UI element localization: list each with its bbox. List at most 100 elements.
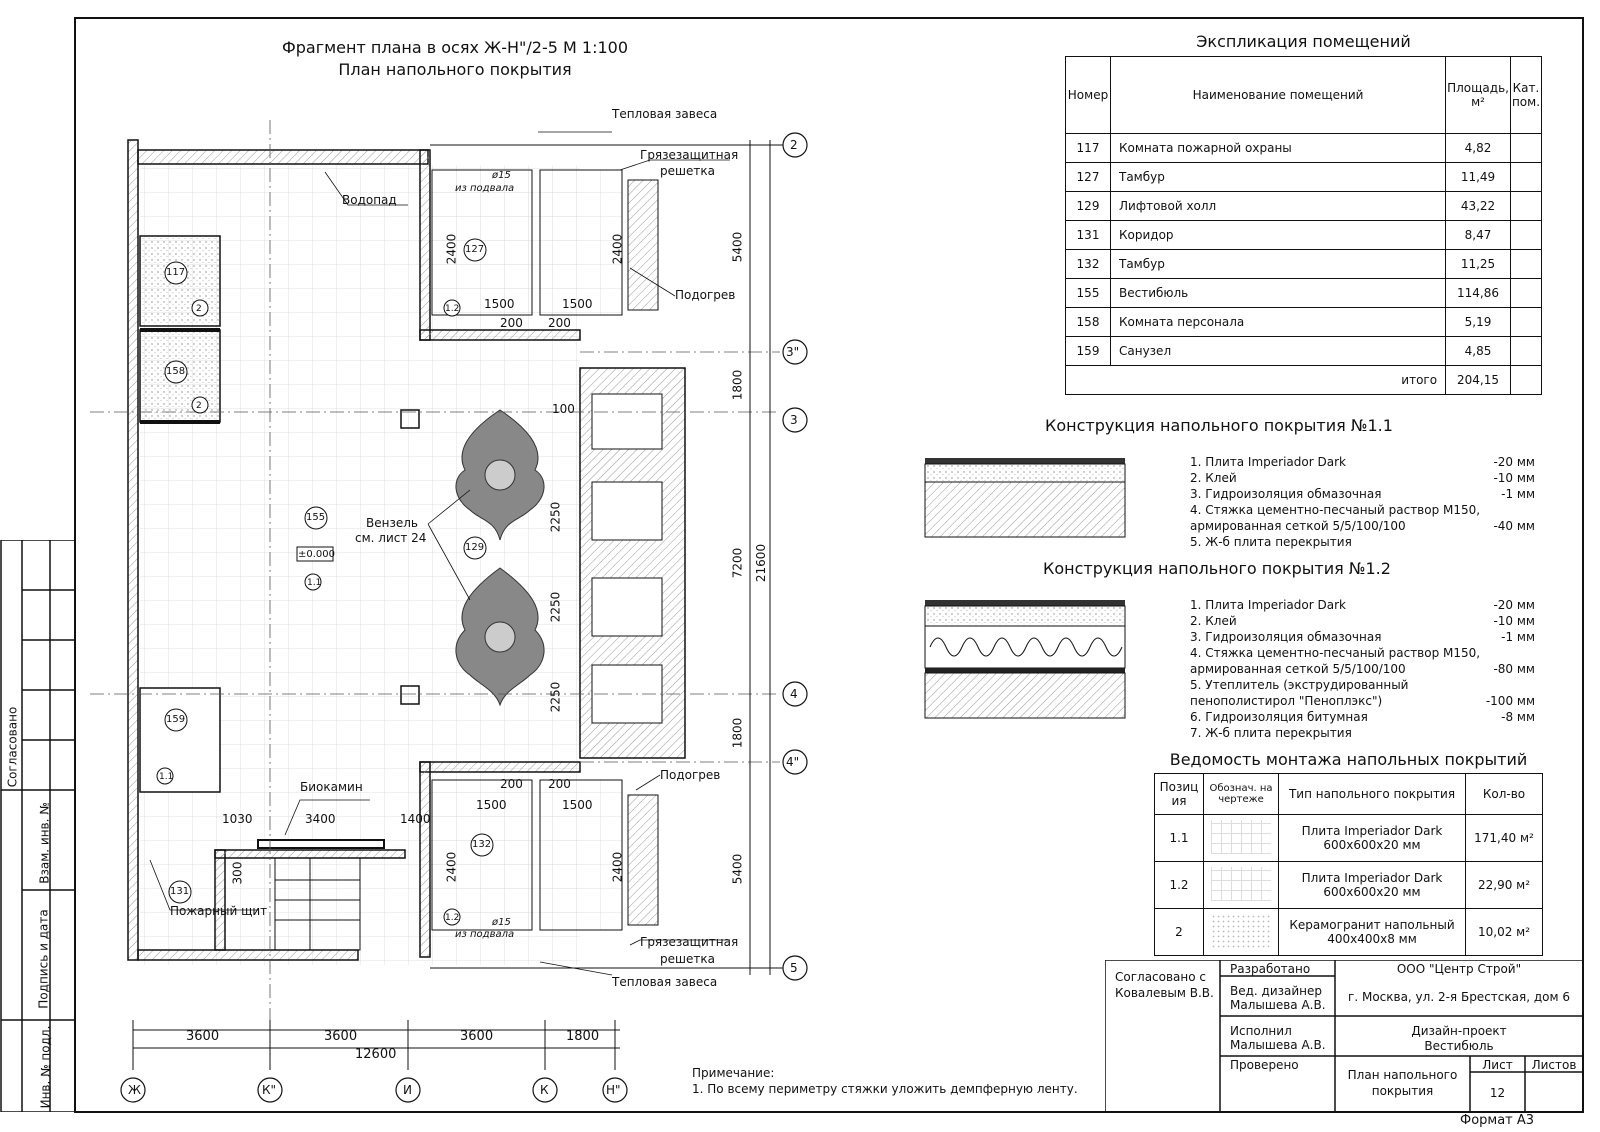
room-tag: 155	[306, 512, 326, 523]
axis-label: 3	[790, 413, 798, 427]
axis-label: 3"	[786, 345, 800, 359]
header-qty: Кол-во	[1465, 773, 1543, 815]
cell: 171,40 м²	[1465, 814, 1543, 862]
layer-value: -40 мм	[1493, 519, 1535, 533]
granite-swatch	[1211, 913, 1271, 948]
stamp-sheet-label: Лист	[1482, 1058, 1513, 1072]
layer-text: 4. Стяжка цементно-песчаный раствор М150…	[1190, 503, 1481, 517]
dim: 200	[500, 316, 523, 330]
dim: 300	[230, 861, 245, 885]
dim: 7200	[730, 547, 745, 579]
type-line: Плита Imperiador Dark	[1301, 871, 1443, 885]
dim: 200	[548, 316, 571, 330]
stamp-company: ООО "Центр Строй"	[1396, 962, 1522, 976]
stamp-checked: Проверено	[1230, 1058, 1299, 1072]
dim: 3400	[305, 812, 336, 826]
label-grille-bottom: Грязезащитная	[640, 935, 739, 949]
floor-tag: 1.1	[307, 578, 322, 588]
layer-text: 5. Ж-б плита перекрытия	[1190, 535, 1352, 549]
stamp-format: Формат А3	[1460, 1113, 1535, 1128]
cell: Вестибюль	[1109, 278, 1447, 308]
room-tag: 159	[166, 714, 186, 725]
stamp-executed-name: Малышева А.В.	[1230, 1038, 1326, 1052]
dim: 3600	[460, 1029, 494, 1044]
side-stamp-grid	[0, 540, 76, 1112]
dim: 12600	[355, 1047, 397, 1062]
dim: 200	[548, 777, 571, 791]
axis-label: Н"	[606, 1083, 621, 1097]
layer-value: -100 мм	[1485, 694, 1535, 708]
label-pipe-bottom: ø15	[492, 917, 511, 928]
layer-text: 3. Гидроизоляция обмазочная	[1190, 630, 1382, 644]
dim: 200	[500, 777, 523, 791]
dim: 100	[552, 402, 575, 416]
label-biofireplace: Биокамин	[300, 780, 363, 794]
label-grille-top-2: решетка	[660, 164, 715, 178]
monogram-1	[455, 409, 545, 541]
construction-1-title: Конструкция напольного покрытия №1.1	[1045, 416, 1393, 435]
cell: 11,25	[1445, 249, 1511, 279]
axis-label: И	[403, 1083, 412, 1097]
layer-value: -10 мм	[1493, 471, 1535, 485]
stamp-designer-role: Вед. дизайнер	[1230, 984, 1323, 998]
stamp-sheets-label: Листов	[1531, 1058, 1577, 1072]
cell: 4,82	[1445, 133, 1511, 163]
label-pipe-top: ø15	[492, 170, 511, 181]
cell: 132	[1065, 249, 1111, 279]
type-line: 600x600x20 мм	[1323, 838, 1421, 852]
cell: 1.1	[1154, 814, 1204, 862]
dim: 1800	[566, 1029, 600, 1044]
vedomost-table: Позиция Обознач. на чертеже Тип напольно…	[1154, 773, 1543, 956]
dim: 2400	[610, 851, 625, 883]
label-grille-top: Грязезащитная	[640, 148, 739, 162]
stamp-developed: Разработано	[1230, 962, 1311, 976]
layer-value: -8 мм	[1501, 710, 1535, 724]
layer-value: -20 мм	[1493, 455, 1535, 469]
side-inv-orig: Инв. № подл.	[38, 1025, 53, 1109]
dim: 2250	[548, 591, 563, 623]
cell: 1.2	[1154, 861, 1204, 909]
dim: 2250	[548, 501, 563, 533]
total-value: 204,15	[1445, 365, 1511, 395]
cell	[1509, 365, 1543, 395]
stamp-agreed-1: Согласовано с	[1115, 970, 1207, 984]
cell: 10,02 м²	[1465, 908, 1543, 956]
label-heating-bottom: Подогрев	[660, 768, 721, 782]
header-name: Наименование помещений	[1109, 56, 1447, 134]
label-waterfall: Водопад	[342, 193, 397, 207]
cell	[1509, 249, 1543, 279]
axis-label: К"	[262, 1083, 277, 1097]
type-line: 600x600x20 мм	[1323, 885, 1421, 899]
cell: 155	[1065, 278, 1111, 308]
cell: Лифтовой холл	[1109, 191, 1447, 221]
cell: 5,19	[1445, 307, 1511, 337]
cell: 131	[1065, 220, 1111, 250]
cell: 43,22	[1445, 191, 1511, 221]
cell	[1509, 220, 1543, 250]
layer-text: 4. Стяжка цементно-песчаный раствор М150…	[1190, 646, 1481, 660]
layer-text: 2. Клей	[1190, 471, 1237, 485]
cell: Санузел	[1109, 336, 1447, 366]
side-agreed: Согласовано	[5, 706, 20, 788]
floor-tag: 2	[196, 401, 202, 411]
explication-title: Экспликация помещений	[1196, 32, 1411, 51]
label-grille-bottom-2: решетка	[660, 952, 715, 966]
dim: 2400	[610, 233, 625, 265]
dim: 1400	[400, 812, 431, 826]
vedomost-title: Ведомость монтажа напольных покрытий	[1169, 750, 1528, 769]
room-tag: 132	[472, 839, 492, 850]
dim: 1500	[476, 798, 507, 812]
header-type: Тип напольного покрытия	[1278, 773, 1466, 815]
cell: 127	[1065, 162, 1111, 192]
room-tag: 158	[166, 366, 186, 377]
cell: Тамбур	[1109, 162, 1447, 192]
cell	[1203, 861, 1279, 909]
